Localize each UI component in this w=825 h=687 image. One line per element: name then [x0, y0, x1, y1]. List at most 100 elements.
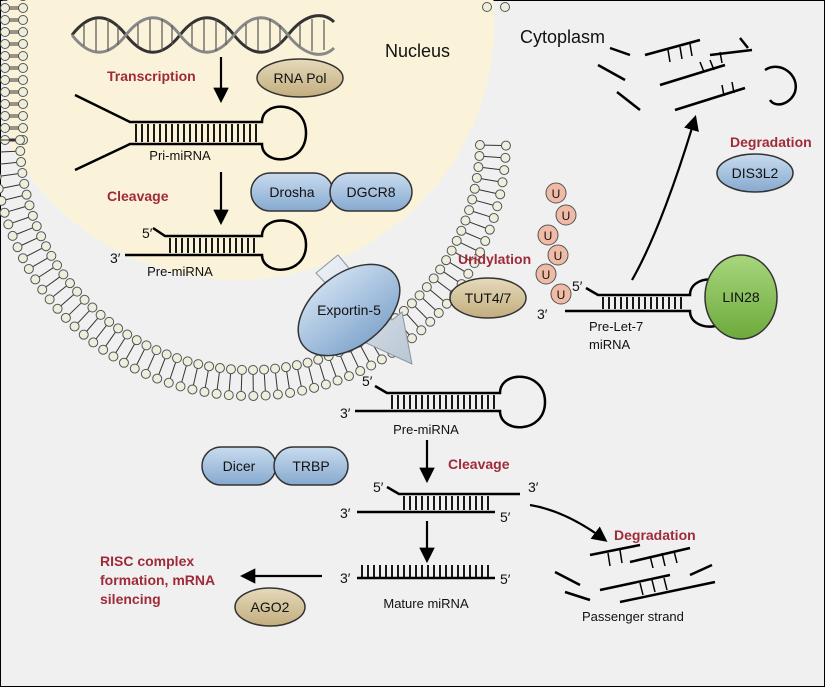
lipid-pair [69, 302, 98, 332]
lipid-pair [406, 298, 436, 327]
uridine-4: U [547, 244, 569, 266]
lipid-pair [464, 205, 499, 224]
lipid-pair [0, 157, 27, 168]
lipid-pair [280, 362, 296, 398]
dis3l2-label: DIS3L2 [732, 165, 779, 181]
lipid-pair [199, 361, 215, 397]
lipid-pair [0, 3, 28, 13]
lipid-pair [23, 250, 57, 274]
lipid-pair [0, 27, 28, 37]
risc-label-line2: formation, mRNA [100, 572, 215, 588]
nuclear-cleavage-label: Cleavage [107, 188, 169, 204]
pre-let-7-label-line2: miRNA [589, 337, 630, 352]
uridine-1: U [545, 182, 567, 204]
lipid-pair [108, 329, 133, 362]
lipid-pair [0, 200, 35, 218]
mature-five-prime: 5′ [500, 571, 511, 587]
lipid-pair [78, 309, 106, 340]
svg-text:U: U [544, 229, 553, 243]
nucleus-label: Nucleus [385, 41, 450, 61]
nuclear-five-prime: 5′ [142, 225, 153, 241]
passenger-degradation-label: Degradation [614, 527, 696, 543]
mature-three-prime: 3′ [340, 570, 351, 586]
uridine-3: U [537, 224, 559, 246]
lipid-pair [175, 356, 193, 392]
uridine-5: U [535, 263, 557, 285]
let7-five-prime: 5′ [572, 278, 583, 294]
exportin-5-protein [297, 263, 401, 357]
lipid-pair [460, 215, 495, 235]
let7-degradation-label: Degradation [730, 134, 812, 150]
lipid-pair [474, 151, 511, 163]
lipid-pair [7, 221, 42, 241]
lipid-pair [129, 340, 152, 374]
rna-pol-label: RNA Pol [274, 70, 327, 86]
lipid-pair [140, 345, 162, 379]
lipid-pair [456, 225, 491, 247]
lin28-protein [704, 254, 778, 340]
lipid-pair [0, 63, 28, 73]
lipid-pair [0, 111, 28, 121]
cytoplasm-pre-five-prime: 5′ [362, 373, 373, 389]
lipid-pair [0, 39, 28, 49]
duplex-five-prime-left: 5′ [373, 479, 384, 495]
dis3l2-protein [716, 153, 794, 193]
mature-mirna-strand [357, 565, 495, 580]
ago2-label: AGO2 [251, 599, 290, 615]
lipid-pair [44, 278, 76, 305]
nuclear-pre-mirna-label: Pre-miRNA [147, 264, 213, 279]
duplex-three-prime-left: 3′ [340, 505, 351, 521]
lipid-pair [313, 354, 331, 390]
exportin-5-label: Exportin-5 [317, 302, 381, 318]
nuclear-three-prime: 3′ [110, 250, 121, 266]
pri-mirna-hairpin [74, 93, 308, 172]
mature-mirna-label: Mature miRNA [383, 596, 469, 611]
lipid-pair [3, 210, 38, 230]
dgcr8-protein [329, 172, 413, 212]
svg-text:U: U [554, 249, 563, 263]
uridine-2: U [555, 204, 577, 226]
cytoplasmic-pre-mirna-hairpin [355, 375, 547, 429]
cytoplasm-label: Cytoplasm [520, 27, 605, 47]
lipid-pair [248, 364, 259, 401]
let7-three-prime: 3′ [537, 306, 548, 322]
lipid-pair [471, 172, 508, 188]
mirna-duplex [357, 485, 520, 514]
lipid-pair [291, 360, 308, 396]
lin28-label: LIN28 [722, 289, 760, 305]
svg-text:U: U [562, 209, 571, 223]
lipid-pair [12, 231, 47, 253]
cytoplasm-pre-mirna-label: Pre-miRNA [393, 422, 459, 437]
lipid-pair [60, 294, 90, 323]
tut4-7-label: TUT4/7 [465, 290, 512, 306]
lipid-pair [0, 178, 30, 194]
lipid-pair [473, 162, 510, 176]
svg-text:U: U [552, 187, 561, 201]
lipid-pair [17, 241, 51, 264]
lipid-pair [152, 349, 172, 384]
lipid-pair [414, 290, 444, 318]
lipid-pair [0, 168, 28, 181]
lipid-pair [451, 235, 486, 258]
rna-pol-protein [256, 58, 344, 98]
trbp-protein [273, 446, 349, 486]
lipid-pair [187, 359, 204, 395]
lipid-pair [421, 282, 452, 309]
nuclear-pre-mirna-hairpin [125, 219, 308, 271]
drosha-label: Drosha [269, 184, 314, 200]
lipid-pair [0, 146, 26, 157]
ago2-protein [234, 587, 306, 627]
lipid-pair [469, 183, 506, 200]
lipid-pair [0, 15, 28, 25]
duplex-three-prime-right: 3′ [528, 479, 539, 495]
pre-let-7-label-line1: Pre-Let-7 [589, 319, 643, 334]
lipid-pair [223, 364, 236, 401]
risc-label-line3: silencing [100, 591, 161, 607]
lipid-pair [163, 353, 183, 388]
cytoplasm-pre-three-prime: 3′ [340, 405, 351, 421]
lipid-pair [0, 87, 28, 97]
lipid-pair [211, 363, 225, 399]
lipid-pair [0, 123, 28, 133]
lipid-pair [98, 323, 124, 355]
